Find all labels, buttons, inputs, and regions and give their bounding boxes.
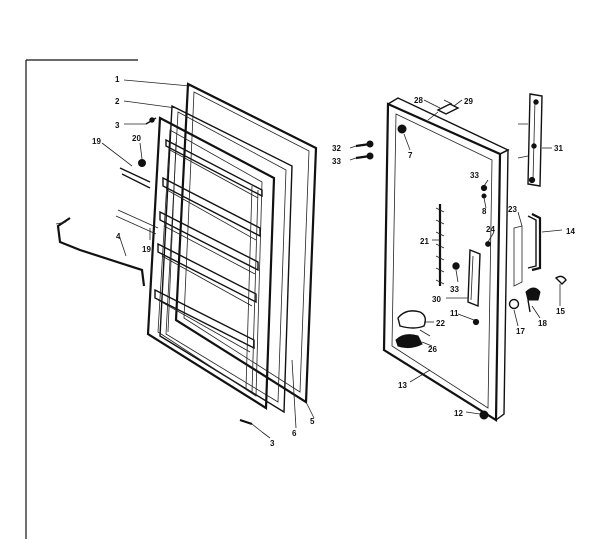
screw-3-bottom (239, 418, 263, 433)
right-label-8: 8 (482, 207, 487, 216)
right-door-assembly: 28 29 32 33 7 33 8 31 23 14 21 24 33 30 … (332, 93, 575, 422)
right-label-21: 21 (420, 237, 429, 246)
left-label-20: 20 (132, 134, 141, 143)
right-label-33b: 33 (470, 171, 479, 180)
hinge-parts-17-18-15 (508, 275, 567, 313)
left-label-6: 6 (292, 429, 297, 438)
right-label-12: 12 (454, 409, 463, 418)
shelf-bar-19 (115, 167, 159, 235)
right-label-24: 24 (486, 225, 495, 234)
right-label-14: 14 (566, 227, 575, 236)
latch-slot-30 (467, 248, 481, 308)
right-label-22: 22 (436, 319, 445, 328)
screw-12 (479, 410, 489, 420)
liner-frame (159, 104, 293, 414)
right-label-18: 18 (538, 319, 547, 328)
hinge-bar-31 (517, 93, 543, 187)
right-leaders (349, 99, 563, 415)
door-shelves (154, 138, 263, 393)
right-label-31: 31 (554, 144, 563, 153)
left-leaders (101, 79, 315, 439)
left-label-3b: 3 (270, 439, 275, 448)
right-label-32: 32 (332, 144, 341, 153)
outer-door-panel-inner (391, 113, 493, 409)
right-label-17: 17 (516, 327, 525, 336)
left-label-4: 4 (116, 232, 121, 241)
left-label-19b: 19 (142, 245, 151, 254)
right-label-26: 26 (428, 345, 437, 354)
screw-20 (138, 159, 146, 167)
right-label-15: 15 (556, 307, 565, 316)
shelf-wire-4 (56, 217, 146, 287)
right-label-13: 13 (398, 381, 407, 390)
right-label-23: 23 (508, 205, 517, 214)
lower-latch-22-26 (395, 310, 431, 349)
latch-rod-21 (435, 204, 445, 286)
screw-33-8-upper (480, 184, 488, 199)
handle-14 (513, 213, 542, 287)
right-label-30: 30 (432, 295, 441, 304)
screws-32-33 (355, 140, 374, 160)
right-label-33c: 33 (450, 285, 459, 294)
outer-gasket-inner-edge (183, 91, 310, 393)
screw-33-middle (452, 262, 460, 270)
right-label-28: 28 (414, 96, 423, 105)
top-hinge-28-29 (427, 99, 460, 121)
left-label-19a: 19 (92, 137, 101, 146)
left-label-2: 2 (115, 97, 120, 106)
door-liner (146, 116, 276, 410)
left-door-assembly: 1 2 3 19 20 19 4 3 6 5 (55, 75, 318, 448)
screw-24 (485, 241, 491, 247)
left-label-3a: 3 (115, 121, 120, 130)
right-label-7: 7 (408, 151, 413, 160)
door-liner-inner (157, 129, 263, 397)
right-label-11: 11 (450, 309, 459, 318)
hinge-pin-7 (397, 124, 407, 134)
left-label-5: 5 (310, 417, 315, 426)
left-label-1: 1 (115, 75, 120, 84)
outer-door-panel (382, 102, 502, 422)
screw-11 (472, 318, 480, 326)
right-label-29: 29 (464, 97, 473, 106)
right-label-33a: 33 (332, 157, 341, 166)
